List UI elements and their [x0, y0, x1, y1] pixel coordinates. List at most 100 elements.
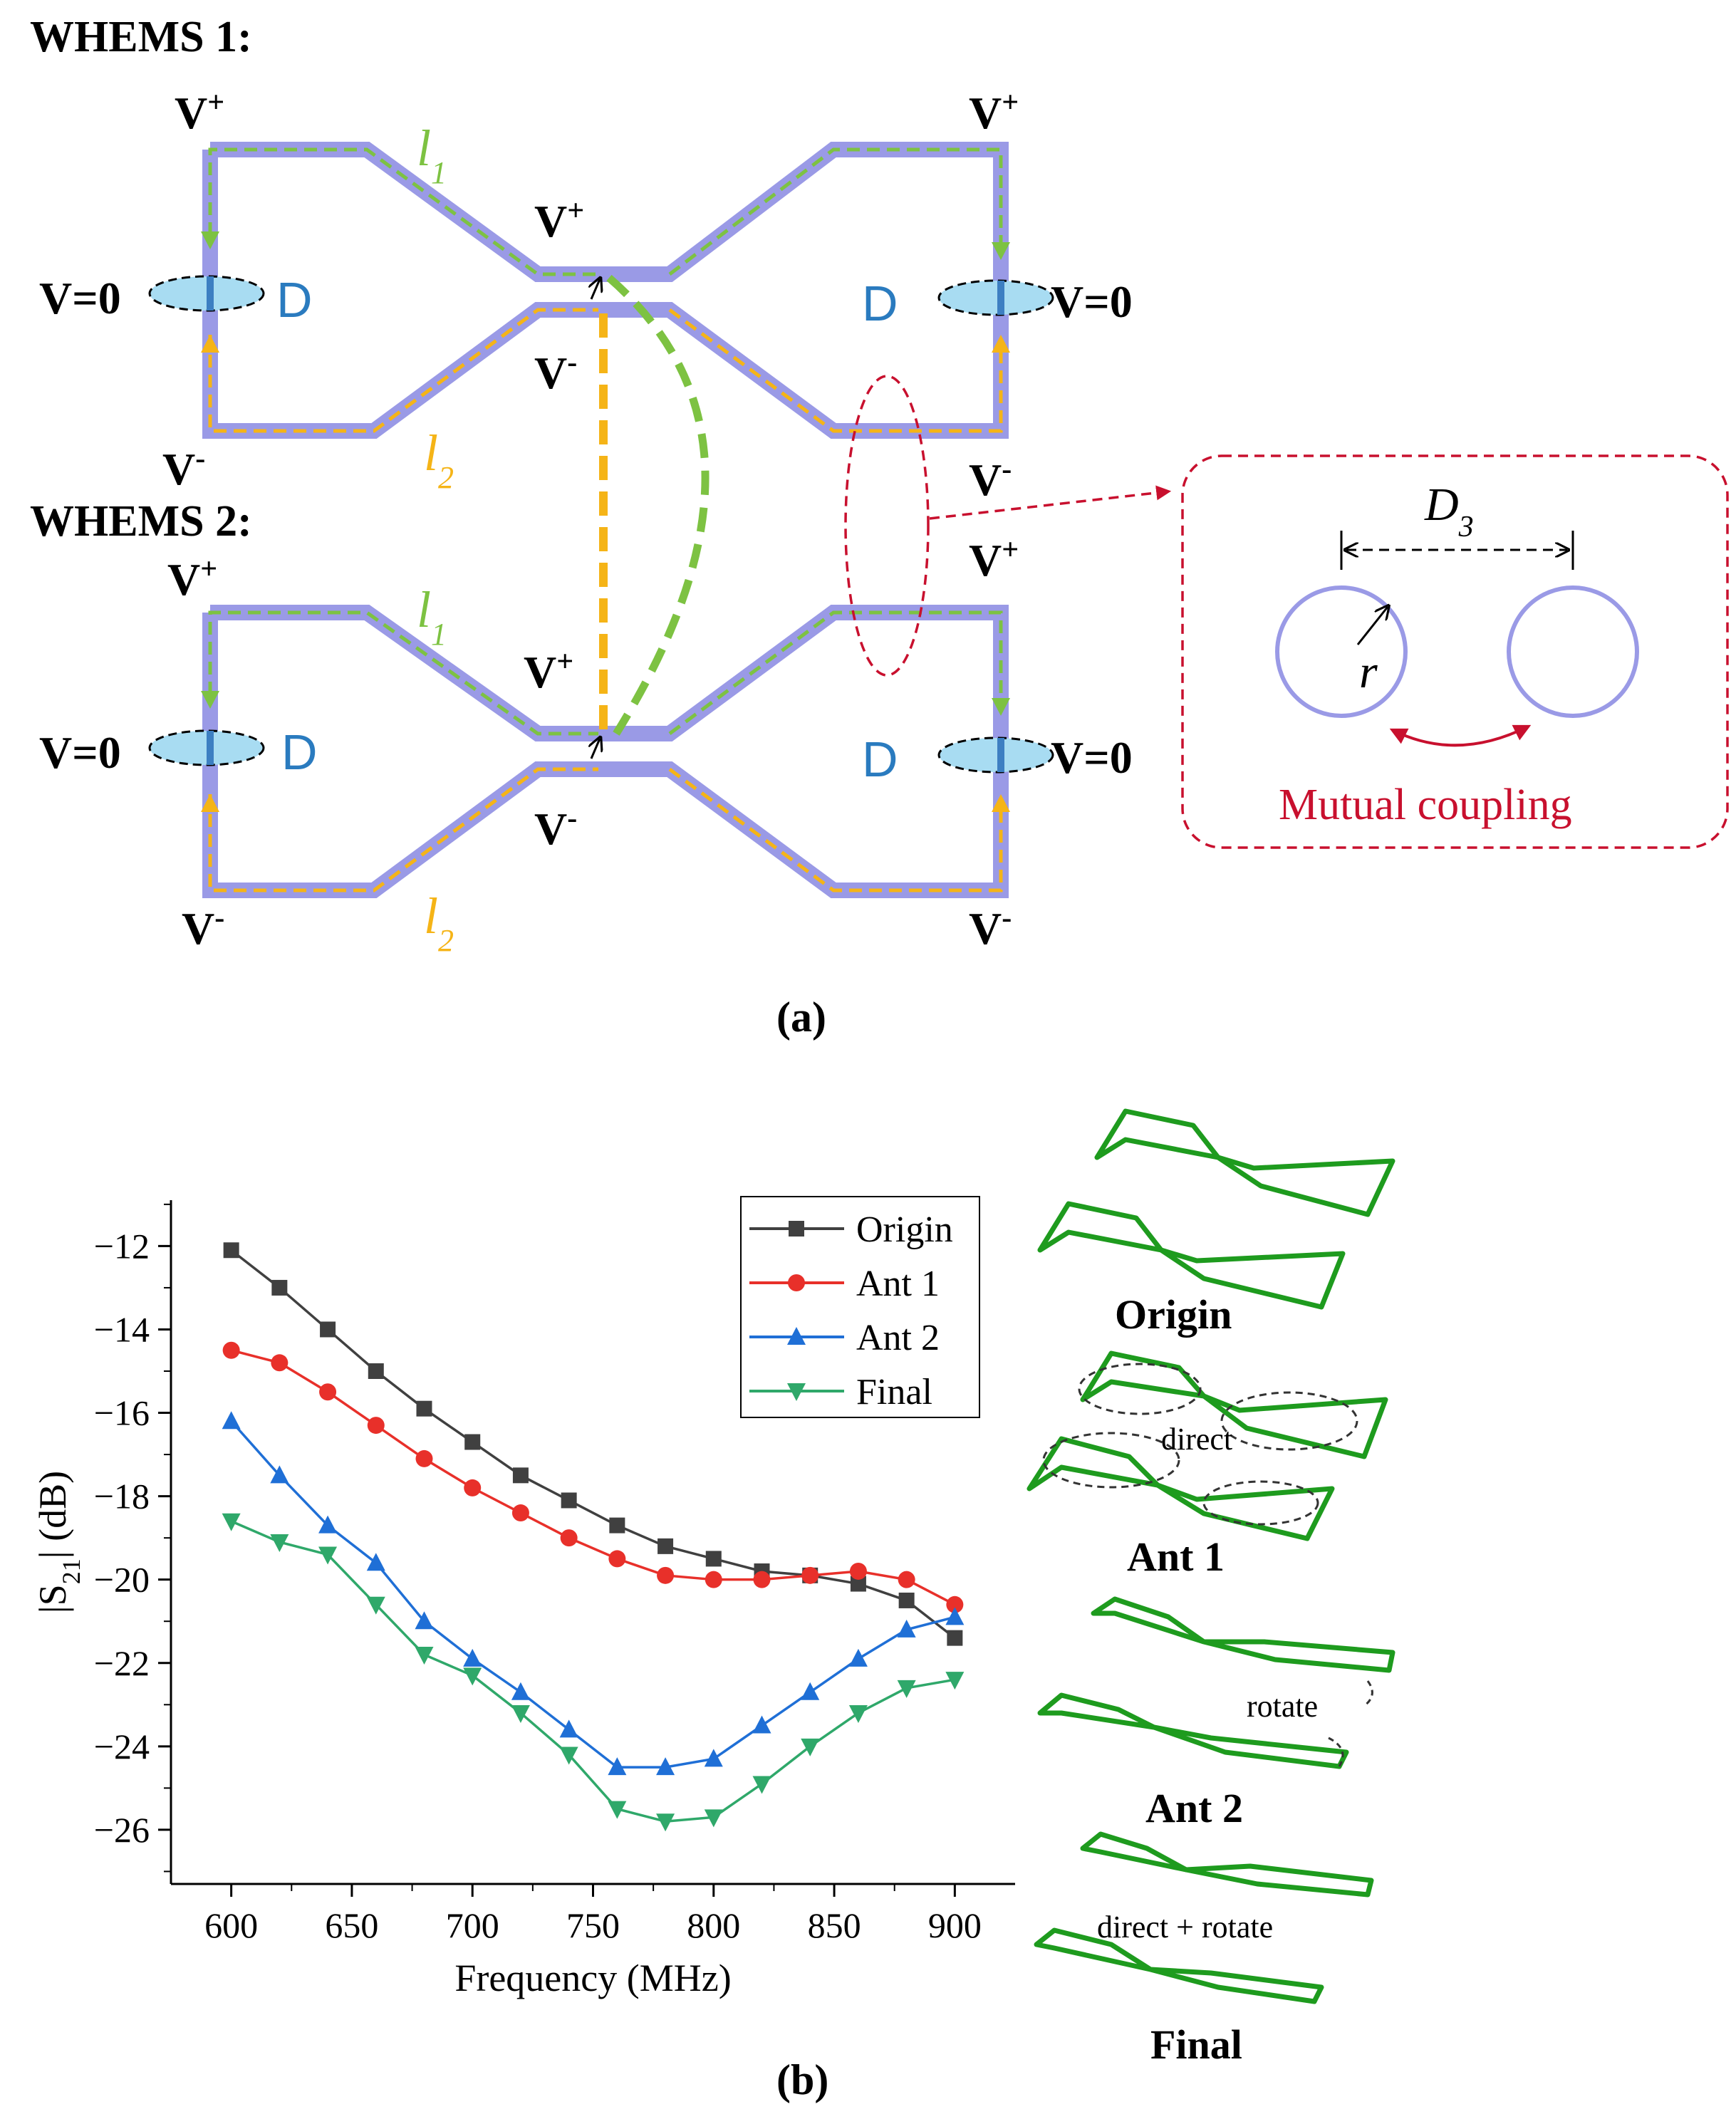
- legend-marker-ant-2: [787, 1327, 806, 1345]
- label-v-zero: V=0: [1051, 276, 1133, 327]
- data-point-final: [945, 1672, 965, 1690]
- label-v-plus: V+: [524, 645, 573, 697]
- direct-ellipse: [1042, 1432, 1180, 1489]
- y-tick-label: −18: [94, 1477, 150, 1516]
- whems2-l2-current: [208, 767, 1003, 892]
- x-tick-label: 700: [446, 1905, 499, 1945]
- port-label-d: D: [276, 272, 313, 328]
- series-line-ant-1: [231, 1349, 956, 1606]
- data-point-origin: [561, 1492, 577, 1509]
- data-point-ant-2: [559, 1719, 578, 1738]
- data-point-origin: [271, 1279, 288, 1296]
- whems2-title: WHEMS 2:: [30, 497, 252, 546]
- thumb-final-upper: [1080, 1831, 1374, 1897]
- data-point-ant-2: [752, 1715, 771, 1734]
- label-v-minus: V-: [534, 802, 577, 854]
- label-l1: l1: [417, 581, 447, 652]
- data-point-origin: [658, 1538, 674, 1554]
- legend-label-ant-2: Ant 2: [856, 1318, 940, 1358]
- y-tick-label: −16: [94, 1393, 150, 1433]
- series-line-final: [230, 1520, 955, 1823]
- thumb-ant2-lower: [1037, 1692, 1349, 1769]
- data-point-ant-1: [271, 1354, 289, 1372]
- thumb-label-ant2: Ant 2: [1145, 1785, 1243, 1831]
- data-point-origin: [850, 1576, 866, 1592]
- data-point-origin: [368, 1363, 384, 1379]
- data-point-origin: [320, 1321, 336, 1338]
- data-point-ant-1: [849, 1562, 867, 1580]
- thumb-ant2-upper: [1091, 1596, 1395, 1673]
- data-point-ant-1: [560, 1529, 578, 1547]
- data-point-ant-2: [463, 1648, 482, 1667]
- data-point-final: [270, 1534, 289, 1552]
- data-point-origin: [898, 1592, 915, 1608]
- data-point-ant-2: [656, 1757, 675, 1776]
- whems2-arrow-icon: [201, 691, 219, 709]
- whems1-title: WHEMS 1:: [30, 13, 252, 61]
- data-point-ant-2: [945, 1607, 965, 1625]
- label-v-minus: V-: [969, 453, 1012, 505]
- data-point-ant-1: [608, 1550, 626, 1568]
- whems2-port-right: [937, 736, 1054, 774]
- data-point-ant-1: [898, 1571, 915, 1588]
- data-point-final: [366, 1596, 385, 1615]
- data-point-ant-2: [222, 1411, 241, 1430]
- data-point-ant-2: [511, 1682, 530, 1700]
- data-point-ant-2: [270, 1465, 289, 1484]
- y-tick-label: −22: [94, 1643, 150, 1683]
- x-tick-label: 850: [808, 1905, 861, 1945]
- x-axis-label: Frequency (MHz): [454, 1957, 731, 1999]
- mutual-coupling-inset: [1181, 454, 1729, 849]
- mutual-coupling-label: Mutual coupling: [1279, 781, 1572, 829]
- y-axis-label: |S21| (dB): [31, 1471, 85, 1613]
- x-tick-label: 750: [566, 1905, 620, 1945]
- direct-ellipse: [1220, 1391, 1358, 1451]
- caption-b: (b): [776, 2056, 828, 2103]
- coupling-region-ellipse: [844, 375, 930, 677]
- data-point-final: [704, 1809, 723, 1828]
- label-l2: l2: [424, 425, 454, 495]
- data-point-origin: [609, 1517, 625, 1534]
- label-l1: l1: [417, 120, 447, 190]
- data-point-ant-2: [608, 1757, 627, 1776]
- data-point-ant-2: [366, 1553, 385, 1571]
- thumb-ant1-upper: [1080, 1350, 1388, 1459]
- y-tick-label: −20: [94, 1560, 150, 1600]
- data-point-ant-2: [415, 1611, 434, 1630]
- y-tick-label: −24: [94, 1727, 150, 1766]
- data-point-ant-1: [801, 1566, 819, 1584]
- data-point-origin: [464, 1434, 481, 1450]
- legend-marker-origin: [789, 1221, 804, 1237]
- inset-wire-right: [1507, 585, 1639, 718]
- data-point-origin: [947, 1630, 963, 1646]
- data-point-ant-1: [511, 1504, 529, 1522]
- data-point-final: [897, 1680, 916, 1698]
- data-point-final: [511, 1705, 530, 1723]
- data-point-ant-1: [753, 1571, 771, 1588]
- series-line-ant-2: [230, 1420, 955, 1769]
- data-point-origin: [512, 1467, 529, 1484]
- direct-ellipse: [1078, 1363, 1202, 1415]
- label-v-minus: V-: [534, 346, 577, 398]
- x-tick-label: 650: [325, 1905, 378, 1945]
- data-point-final: [608, 1801, 627, 1819]
- caption-a: (a): [776, 994, 826, 1041]
- whems1-port-right: [937, 279, 1054, 316]
- thumb-label-final: Final: [1150, 2021, 1242, 2068]
- y-tick-label: −26: [94, 1810, 150, 1850]
- whems1-l2-current: [208, 308, 1003, 433]
- thumb-label-origin: Origin: [1115, 1291, 1232, 1338]
- label-v-zero: V=0: [39, 273, 121, 323]
- whems1-antenna: [148, 142, 1054, 439]
- mutual-coupling-arrow: [1389, 724, 1532, 747]
- label-v-minus: V-: [969, 902, 1012, 954]
- whems1-arrow-icon: [992, 242, 1010, 260]
- gap-arrow-icon: [591, 279, 600, 300]
- label-v-plus: V+: [969, 533, 1019, 585]
- port-label-d: D: [862, 276, 898, 331]
- whems2-l1-current: [208, 610, 1003, 736]
- whems2-antenna: [148, 605, 1054, 898]
- legend-marker-final: [787, 1383, 806, 1401]
- label-v-minus: V-: [182, 902, 224, 954]
